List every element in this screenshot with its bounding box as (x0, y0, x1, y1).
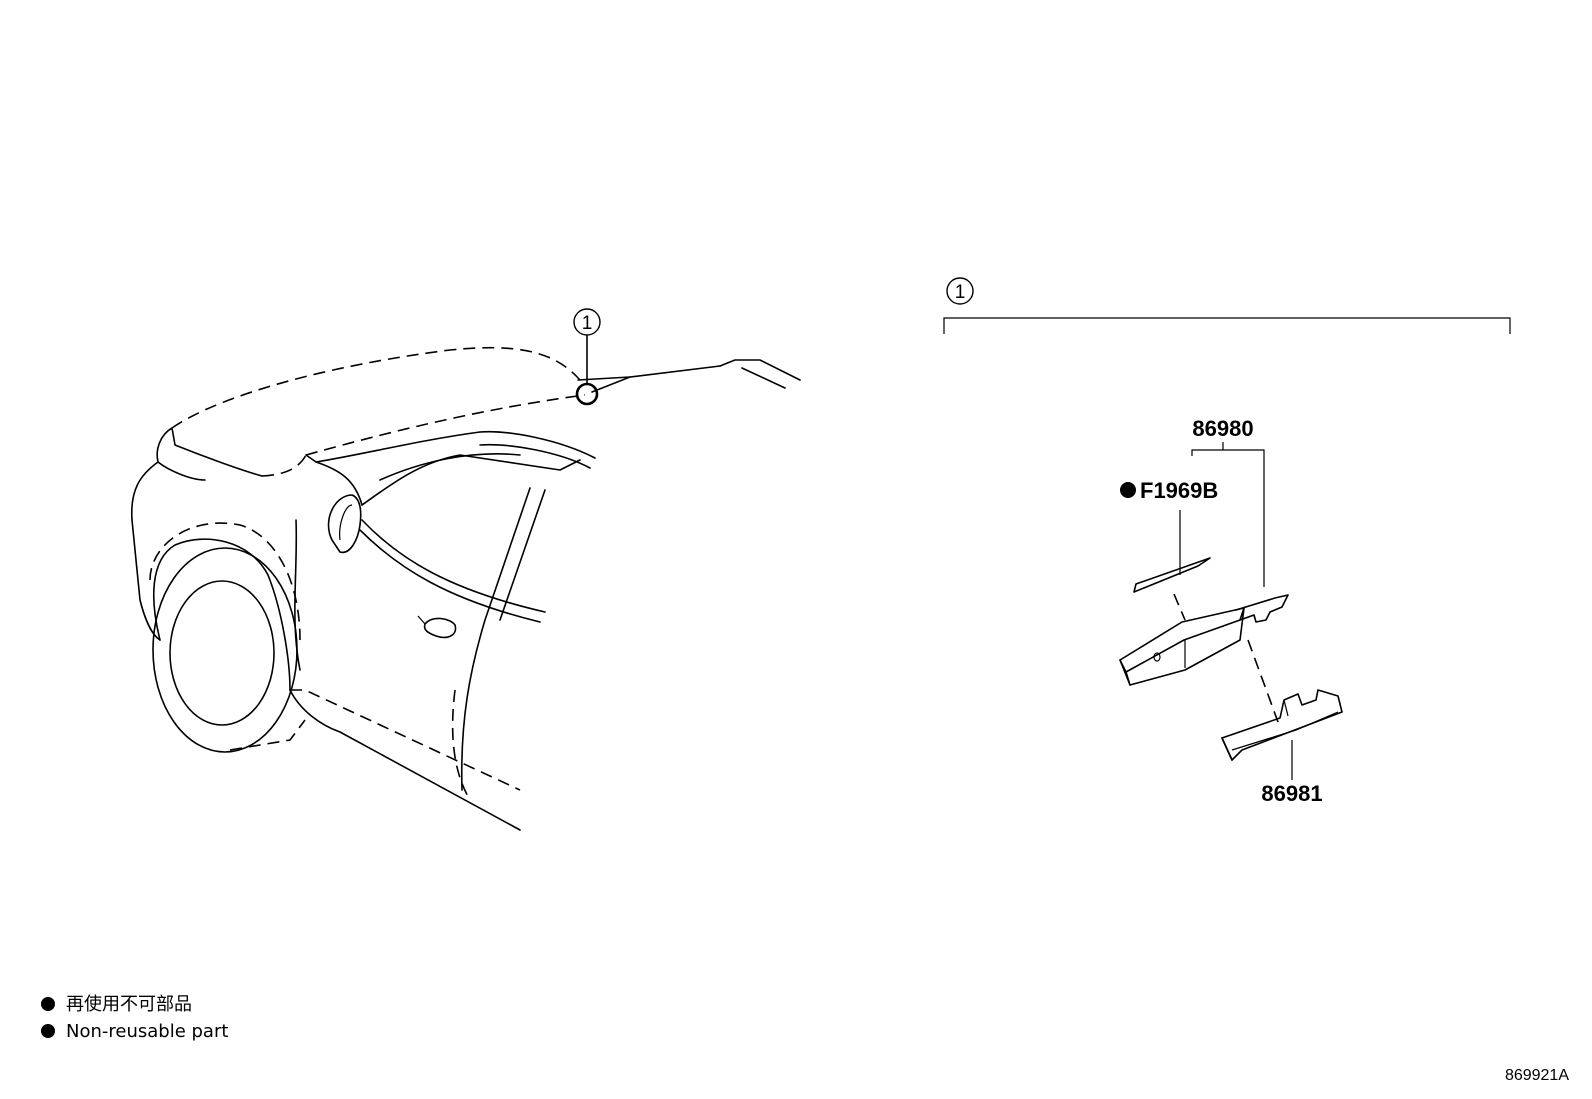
legend-text-jp: 再使用不可部品 (66, 994, 192, 1015)
legend-bullet-icon (41, 1024, 55, 1038)
legend-bullet-icon (41, 997, 55, 1011)
leader-lines (1179, 442, 1293, 780)
non-reusable-marker (1120, 482, 1136, 498)
vehicle-illustration (130, 335, 801, 831)
callout-number: 1 (582, 313, 593, 334)
seal-gasket (1133, 557, 1211, 593)
sensor-module (1119, 594, 1289, 686)
callout-badge-vehicle: 1 (573, 308, 601, 336)
part-number-f1969b: F1969B (1140, 478, 1218, 503)
legend: 再使用不可部品 Non-reusable part (41, 994, 228, 1042)
group-bracket (943, 317, 1511, 334)
part-number-86980: 86980 (1192, 416, 1253, 441)
callout-number: 1 (955, 282, 966, 303)
part-number-86981: 86981 (1261, 781, 1322, 806)
illustration-code: 869921A (1505, 1067, 1569, 1084)
legend-text-en: Non-reusable part (66, 1021, 228, 1042)
callout-badge-detail: 1 (946, 277, 974, 305)
mounting-bracket (1221, 689, 1343, 761)
